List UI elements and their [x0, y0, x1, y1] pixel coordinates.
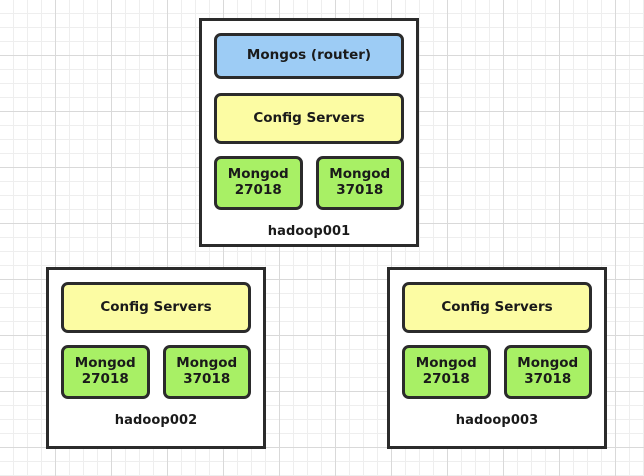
mongod-row-hadoop002: Mongod 27018 Mongod 37018	[61, 345, 251, 399]
node-label: Mongod	[176, 355, 238, 372]
node-label: Mongod	[227, 166, 289, 183]
host-label-hadoop001: hadoop001	[267, 224, 351, 239]
node-mongod-27018-hadoop003: Mongod 27018	[402, 345, 491, 399]
node-port: 37018	[336, 182, 384, 198]
node-label: Config Servers	[253, 109, 365, 126]
host-label-hadoop003: hadoop003	[455, 413, 539, 428]
host-box-hadoop002: Config Servers Mongod 27018 Mongod 37018…	[46, 267, 266, 449]
node-mongod-37018-hadoop002: Mongod 37018	[162, 345, 251, 399]
node-label: Config Servers	[441, 298, 553, 315]
node-port: 27018	[81, 371, 129, 387]
node-label: Config Servers	[100, 298, 212, 315]
mongod-row-hadoop003: Mongod 27018 Mongod 37018	[402, 345, 592, 399]
node-port: 37018	[524, 371, 572, 387]
node-port: 27018	[422, 371, 470, 387]
node-config-servers-hadoop001: Config Servers	[214, 93, 404, 144]
node-mongos-router-hadoop001: Mongos (router)	[214, 33, 404, 79]
node-port: 37018	[183, 371, 231, 387]
node-config-servers-hadoop003: Config Servers	[402, 282, 592, 333]
node-mongod-37018-hadoop003: Mongod 37018	[503, 345, 592, 399]
node-config-servers-hadoop002: Config Servers	[61, 282, 251, 333]
mongod-row-hadoop001: Mongod 27018 Mongod 37018	[214, 156, 404, 210]
node-label: Mongos (router)	[246, 47, 372, 64]
host-box-hadoop003: Config Servers Mongod 27018 Mongod 37018…	[387, 267, 607, 449]
node-label: Mongod	[517, 355, 579, 372]
node-mongod-27018-hadoop001: Mongod 27018	[214, 156, 303, 210]
host-box-hadoop001: Mongos (router) Config Servers Mongod 27…	[199, 18, 419, 247]
node-label: Mongod	[329, 166, 391, 183]
node-mongod-37018-hadoop001: Mongod 37018	[315, 156, 404, 210]
node-port: 27018	[234, 182, 282, 198]
host-label-hadoop002: hadoop002	[114, 413, 198, 428]
node-label: Mongod	[74, 355, 136, 372]
node-mongod-27018-hadoop002: Mongod 27018	[61, 345, 150, 399]
node-label: Mongod	[415, 355, 477, 372]
